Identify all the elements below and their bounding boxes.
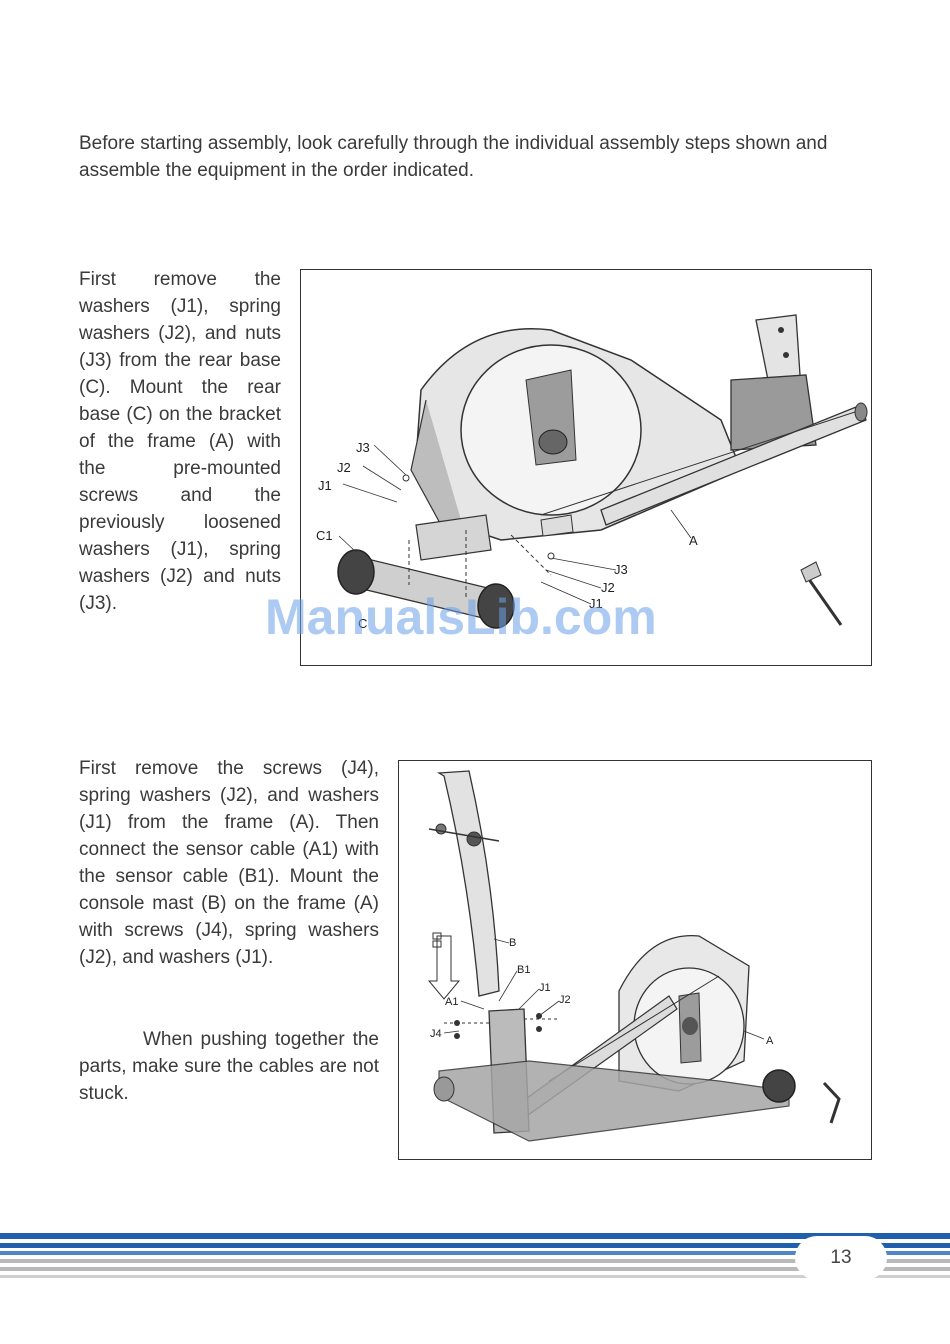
label-b: B (509, 937, 516, 949)
label-j3-right: J3 (614, 562, 628, 577)
footer-stripes (0, 1233, 950, 1278)
label-j2: J2 (559, 994, 571, 1006)
step1-illustration: J3 J2 J1 C1 C A J3 J2 J1 (316, 314, 868, 631)
page-number: 13 (795, 1236, 887, 1280)
label-j2-left: J2 (337, 460, 351, 475)
label-a: A (689, 533, 698, 548)
label-j1-right: J1 (589, 596, 603, 611)
label-j1: J1 (539, 982, 551, 994)
step2-instructions: First remove the screws (J4), spring was… (79, 758, 379, 968)
watermark-text: ManualsLib.com (265, 589, 657, 645)
step1-figure: J3 J2 J1 C1 C A J3 J2 J1 (300, 269, 872, 666)
label-a1: A1 (445, 996, 458, 1008)
step1-instructions: First remove the washers (J1), spring wa… (79, 269, 281, 614)
step2-figure: B B1 J1 J2 A1 J4 A (398, 760, 872, 1160)
label-j1-left: J1 (318, 478, 332, 493)
label-c1: C1 (316, 528, 333, 543)
label-c: C (358, 616, 367, 631)
label-b1: B1 (517, 964, 530, 976)
label-j4: J4 (430, 1028, 442, 1040)
step2-illustration: B B1 J1 J2 A1 J4 A (427, 770, 841, 1142)
label-j3-left: J3 (356, 440, 370, 455)
label-a: A (766, 1035, 774, 1047)
step2-note: When pushing together the parts, make su… (79, 1029, 379, 1104)
intro-paragraph: Before starting assembly, look carefully… (79, 133, 828, 181)
label-j2-right: J2 (601, 580, 615, 595)
